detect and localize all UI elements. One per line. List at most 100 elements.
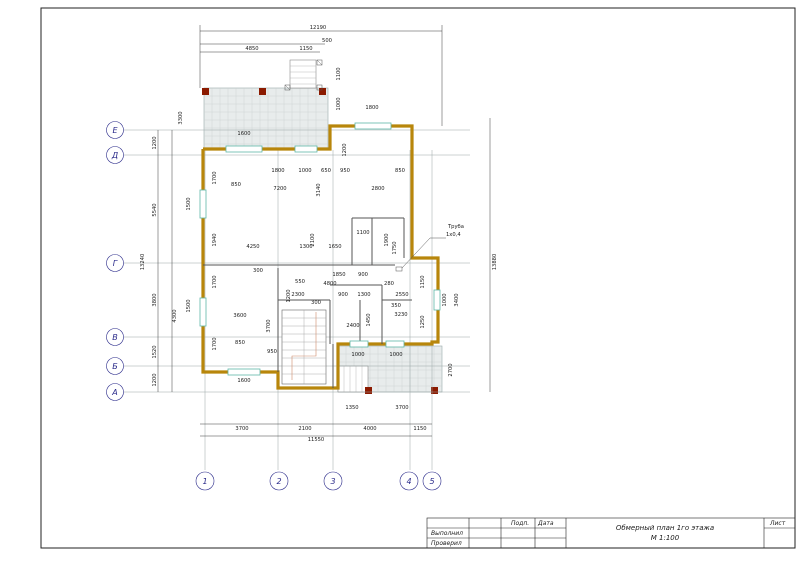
dim-1300b: 1300 <box>357 292 370 298</box>
dim-900: 900 <box>358 272 368 278</box>
dim-300b: 300 <box>311 300 321 306</box>
dim-350: 350 <box>391 303 401 309</box>
axis-row-d: Д <box>111 151 118 160</box>
dim-1350: 1350 <box>345 405 358 411</box>
dim-v-1250v: 1250 <box>420 315 426 328</box>
dim-950: 950 <box>340 168 350 174</box>
dimension-lines <box>157 25 491 437</box>
dim-7200: 7200 <box>273 186 286 192</box>
pipe-label-line2: 1х0,4 <box>446 232 461 238</box>
dim-v-2100v: 2100 <box>310 233 316 246</box>
dim-3140: 3140 <box>316 183 322 196</box>
dim-axis-total: 11550 <box>308 437 325 443</box>
tb-scale: М 1:100 <box>651 534 680 542</box>
dim-v-1700b: 1700 <box>212 275 218 288</box>
dim-2300: 2300 <box>291 292 304 298</box>
axis-col-1: 1 <box>202 477 207 486</box>
dim-280: 280 <box>384 281 394 287</box>
dim-1800-top: 1800 <box>365 105 378 111</box>
pipe-label-line1: Труба <box>447 224 464 230</box>
axis-col-2: 2 <box>276 477 281 486</box>
dim-1800a: 1800 <box>271 168 284 174</box>
axis-row-e: Е <box>112 126 118 135</box>
dim-2400: 2400 <box>346 323 359 329</box>
dim-v-1000v: 1000 <box>442 293 448 306</box>
dim-3600: 3600 <box>233 313 246 319</box>
interior-walls <box>203 217 412 388</box>
dim-v-1500a: 1500 <box>186 197 192 210</box>
dim-950-b: 950 <box>267 349 277 355</box>
dim-850-left: 850 <box>231 182 241 188</box>
interior-staircase <box>281 309 327 385</box>
bottom-porch <box>337 345 443 394</box>
dim-4250: 4250 <box>246 244 259 250</box>
dim-axis-1150: 1150 <box>413 426 426 432</box>
tb-col-data: Дата <box>537 520 554 527</box>
vertical-dimension-labels: 1200 5540 3800 1520 1200 13240 13880 270… <box>140 67 498 386</box>
dim-left-1520: 1520 <box>152 345 158 358</box>
dim-850-right: 850 <box>395 168 405 174</box>
axis-row-b: Б <box>112 362 118 371</box>
dim-v-1100t: 1100 <box>336 67 342 80</box>
dim-left-1200a: 1200 <box>152 136 158 149</box>
axis-col-4: 4 <box>406 477 411 486</box>
axis-row-a: А <box>111 388 117 397</box>
dim-v-1500b: 1500 <box>186 299 192 312</box>
axis-row-v: В <box>112 333 118 342</box>
dim-stair-gap: 1150 <box>299 46 312 52</box>
dim-v-1750v: 1750 <box>392 241 398 254</box>
dim-axis-3700: 3700 <box>235 426 248 432</box>
dim-1000-b: 1000 <box>351 352 364 358</box>
dim-1000-c: 1000 <box>389 352 402 358</box>
dim-v-1700c: 1700 <box>212 337 218 350</box>
dim-axis-4000: 4000 <box>363 426 376 432</box>
dim-v-1000t: 1000 <box>336 97 342 110</box>
dim-stair-off: 500 <box>322 38 332 44</box>
dim-3700-b: 3700 <box>395 405 408 411</box>
axis-row-g: Г <box>113 259 118 268</box>
dim-v-1700a: 1700 <box>212 171 218 184</box>
dim-2550: 2550 <box>395 292 408 298</box>
dim-300: 300 <box>253 268 263 274</box>
pipe-marker: Труба 1х0,4 <box>395 224 464 272</box>
dimension-labels: 12190 4850 1150 500 1800 1600 1800 1000 … <box>231 25 427 443</box>
dim-1100: 1100 <box>356 230 369 236</box>
dim-1650: 1650 <box>328 244 341 250</box>
dim-1600-b: 1600 <box>237 378 250 384</box>
axis-col-5: 5 <box>429 477 434 486</box>
dim-1850: 1850 <box>332 272 345 278</box>
dim-right-13880: 13880 <box>492 254 498 271</box>
tb-row-proveril: Проверил <box>431 540 462 547</box>
dim-axis-2100: 2100 <box>298 426 311 432</box>
tb-col-list: Лист <box>769 520 786 527</box>
dim-3230: 3230 <box>394 312 407 318</box>
dim-right-3400: 3400 <box>454 293 460 306</box>
tb-drawing-title: Обмерный план 1го этажа <box>616 524 714 532</box>
dim-4800: 4800 <box>323 281 336 287</box>
dim-v-1200c: 1200 <box>286 289 292 302</box>
dim-left-5540: 5540 <box>152 203 158 216</box>
windows <box>199 122 441 376</box>
dim-left-3800: 3800 <box>152 293 158 306</box>
dim-2800: 2800 <box>371 186 384 192</box>
tb-col-podp: Подп. <box>511 520 529 527</box>
dim-v-1200t: 1200 <box>342 143 348 156</box>
axis-col-3: 3 <box>330 477 335 486</box>
dim-v-3300: 3300 <box>178 111 184 124</box>
dim-1000: 1000 <box>298 168 311 174</box>
tb-row-vypolnil: Выполнил <box>431 530 463 537</box>
top-terrace <box>202 59 329 151</box>
dim-650: 650 <box>321 168 331 174</box>
dim-850-bl: 850 <box>235 340 245 346</box>
dim-v-4300: 4300 <box>172 309 178 322</box>
dim-v-1900v: 1900 <box>384 233 390 246</box>
dim-1600-top: 1600 <box>237 131 250 137</box>
dim-v-1940: 1940 <box>212 233 218 246</box>
dim-left-13240: 13240 <box>140 254 146 271</box>
dim-right-2700: 2700 <box>448 363 454 376</box>
sheet-frame <box>40 7 796 549</box>
dim-overall-top: 12190 <box>310 25 327 31</box>
row-axis-bubbles: Е Д Г В Б А <box>106 121 124 401</box>
